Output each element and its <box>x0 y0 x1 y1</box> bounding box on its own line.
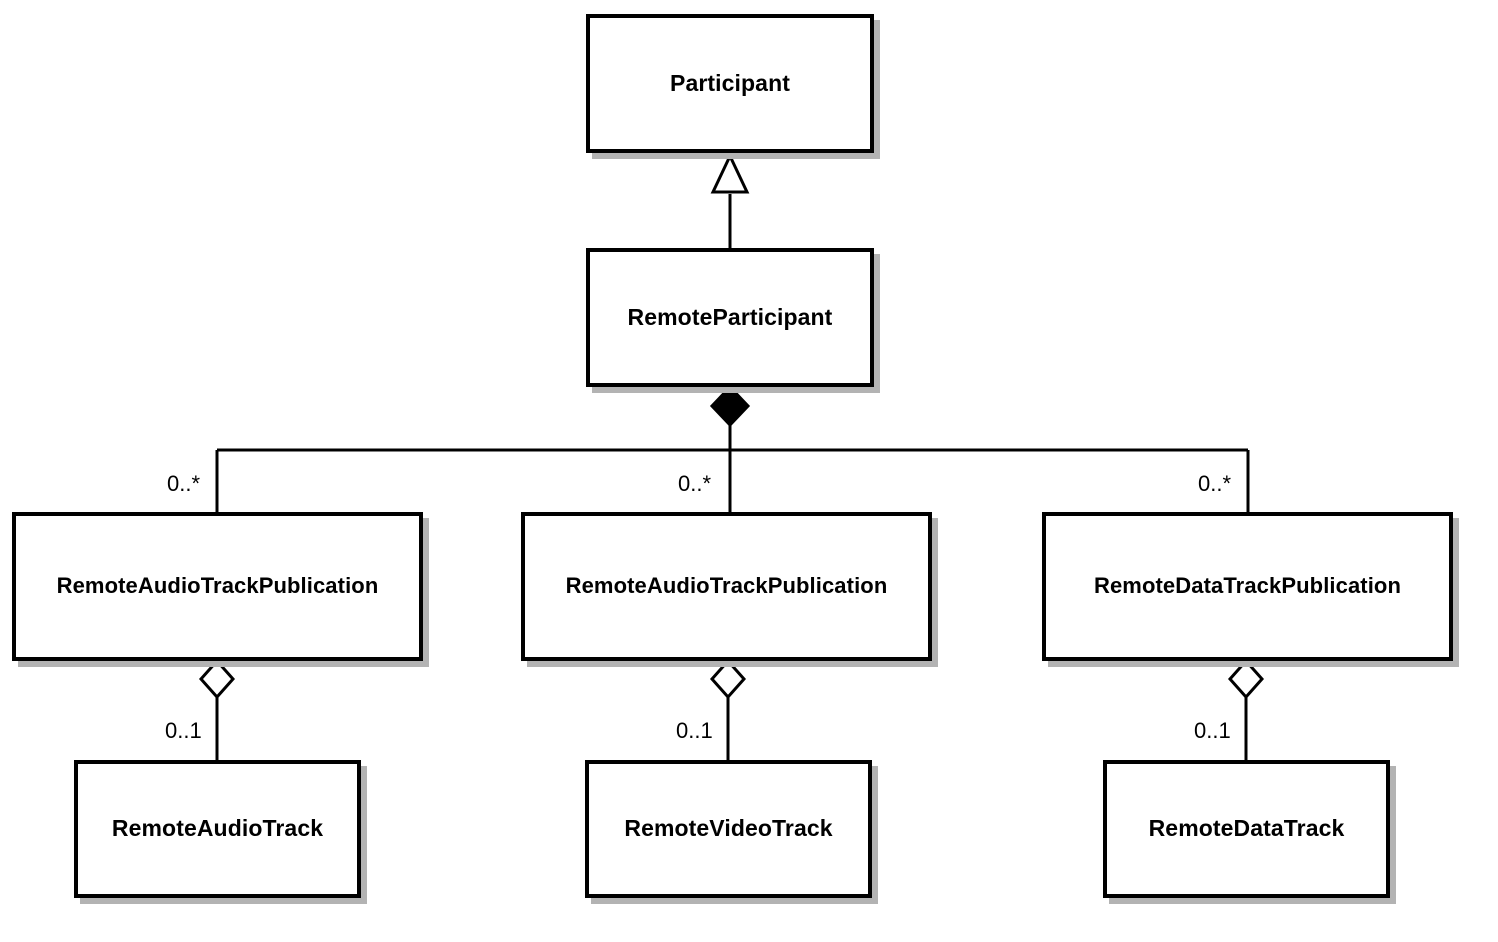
class-name-label: RemoteDataTrack <box>1148 815 1345 842</box>
hollow-diamond-aggregation-marker <box>1227 658 1265 700</box>
class-box-remote-audio-track-publication-2[interactable]: RemoteAudioTrackPublication <box>521 512 932 661</box>
hollow-triangle-arrowhead <box>710 152 750 194</box>
multiplicity-label-audio-publication: 0..* <box>167 471 201 496</box>
class-name-label: RemoteVideoTrack <box>624 815 833 842</box>
multiplicity-label-data-track: 0..1 <box>1194 718 1231 743</box>
class-name-label: Participant <box>670 69 790 96</box>
edge-aggregation-audio-track <box>198 658 236 760</box>
edge-generalization-remote-participant <box>710 152 750 248</box>
class-box-participant[interactable]: Participant <box>586 14 874 153</box>
edge-composition-tree <box>215 384 1250 512</box>
class-name-label: RemoteAudioTrackPublication <box>565 573 888 599</box>
class-box-remote-data-track-publication[interactable]: RemoteDataTrackPublication <box>1042 512 1453 661</box>
class-box-remote-data-track[interactable]: RemoteDataTrack <box>1103 760 1390 898</box>
edge-aggregation-data-track <box>1227 658 1265 760</box>
multiplicity-label-audio-track: 0..1 <box>165 718 202 743</box>
multiplicity-label-data-publication: 0..* <box>1198 471 1232 496</box>
class-name-label: RemoteDataTrackPublication <box>1093 573 1402 599</box>
hollow-diamond-aggregation-marker <box>198 658 236 700</box>
hollow-diamond-aggregation-marker <box>709 658 747 700</box>
class-name-label: RemoteAudioTrackPublication <box>56 573 379 599</box>
class-name-label: RemoteParticipant <box>627 303 833 330</box>
class-name-label: RemoteAudioTrack <box>111 815 324 842</box>
class-box-remote-video-track[interactable]: RemoteVideoTrack <box>585 760 872 898</box>
class-box-remote-audio-track-publication[interactable]: RemoteAudioTrackPublication <box>12 512 423 661</box>
filled-diamond-composition-marker <box>709 384 751 428</box>
edge-aggregation-video-track <box>709 658 747 760</box>
class-box-remote-audio-track[interactable]: RemoteAudioTrack <box>74 760 361 898</box>
class-box-remote-participant[interactable]: RemoteParticipant <box>586 248 874 387</box>
multiplicity-label-video-track: 0..1 <box>676 718 713 743</box>
multiplicity-label-video-publication: 0..* <box>678 471 712 496</box>
